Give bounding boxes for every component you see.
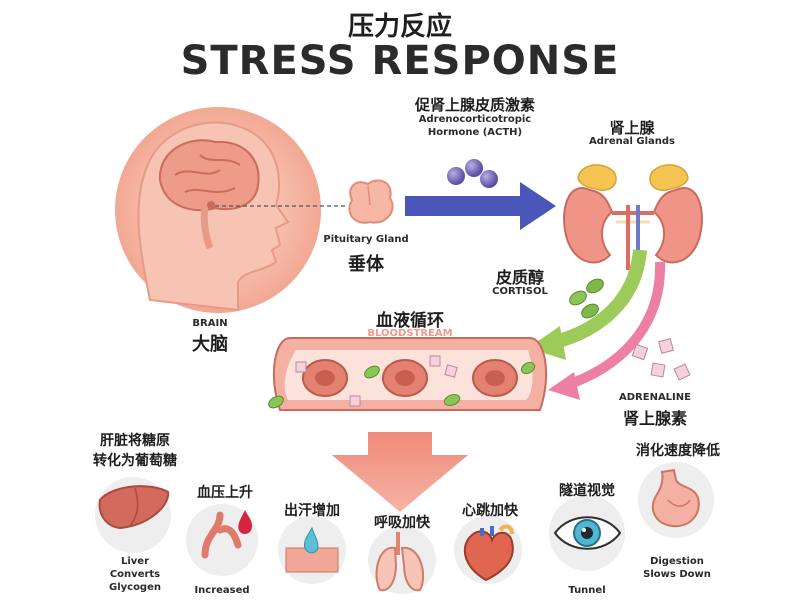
adrenal-label-english: Adrenal Glands bbox=[588, 136, 675, 147]
pituitary-gland-icon bbox=[348, 179, 394, 224]
red-blood-cells-icon bbox=[302, 359, 518, 397]
blood-pressure-label-english: Increased bbox=[194, 585, 250, 596]
liver-label-chinese-2: 转化为葡萄糖 bbox=[93, 453, 177, 469]
liver-label-english-2: Converts bbox=[109, 569, 161, 580]
digestion-label-chinese: 消化速度降低 bbox=[636, 443, 720, 459]
pituitary-label-chinese: 垂体 bbox=[348, 254, 384, 275]
response-down-arrow bbox=[332, 432, 468, 512]
heart-icon bbox=[454, 516, 522, 584]
cortisol-label-english: CORTISOL bbox=[492, 286, 548, 297]
brain-illustration bbox=[115, 107, 348, 313]
adrenaline-label-english: ADRENALINE bbox=[619, 392, 691, 403]
tunnel-vision-label-chinese: 隧道视觉 bbox=[559, 483, 615, 499]
digestion-label-english-2: Slows Down bbox=[643, 569, 711, 580]
stomach-icon bbox=[638, 462, 714, 538]
eye-icon bbox=[549, 495, 625, 571]
acth-label-english-1: Adrenocorticotropic bbox=[418, 114, 532, 125]
effect-icons bbox=[95, 462, 714, 594]
title-chinese: 压力反应 bbox=[347, 12, 452, 42]
adrenal-label-chinese: 肾上腺 bbox=[609, 119, 655, 137]
brain-label-chinese: 大脑 bbox=[192, 334, 228, 355]
liver-icon bbox=[95, 477, 171, 553]
sweating-label-chinese: 出汗增加 bbox=[284, 503, 340, 519]
bloodstream-label-chinese: 血液循环 bbox=[376, 311, 444, 331]
lungs-icon bbox=[368, 526, 436, 594]
breathing-label-chinese: 呼吸加快 bbox=[374, 515, 430, 531]
cortisol-arrow bbox=[528, 249, 647, 360]
title-english: STRESS RESPONSE bbox=[180, 38, 620, 84]
acth-label-english-2: Hormone (ACTH) bbox=[427, 127, 523, 138]
heart-rate-label-chinese: 心跳加快 bbox=[462, 503, 518, 519]
liver-label-english-3: Glycogen bbox=[108, 582, 161, 593]
acth-molecules-icon bbox=[447, 159, 498, 188]
adrenaline-label-chinese: 肾上腺素 bbox=[622, 409, 687, 428]
acth-label-chinese: 促肾上腺皮质激素 bbox=[414, 96, 535, 114]
brain-label-english: BRAIN bbox=[192, 318, 228, 329]
cortisol-molecules-icon bbox=[569, 278, 604, 319]
liver-label-english-1: Liver bbox=[120, 556, 150, 567]
adrenal-glands-illustration bbox=[563, 164, 703, 270]
bloodstream-label-english: BLOODSTREAM bbox=[367, 328, 453, 339]
liver-label-chinese-1: 肝脏将糖原 bbox=[100, 433, 170, 449]
digestion-label-english-1: Digestion bbox=[650, 556, 704, 567]
cortisol-label-chinese: 皮质醇 bbox=[495, 268, 544, 287]
adrenaline-molecules-icon bbox=[631, 338, 691, 381]
adrenaline-arrow bbox=[548, 261, 666, 400]
blood-pressure-icon bbox=[186, 504, 258, 576]
acth-arrow bbox=[405, 182, 556, 230]
tunnel-vision-label-english: Tunnel bbox=[568, 585, 606, 596]
sweating-icon bbox=[278, 516, 346, 584]
blood-pressure-label-chinese: 血压上升 bbox=[197, 485, 253, 501]
bloodstream-vessel bbox=[268, 337, 547, 411]
pituitary-label-english: Pituitary Gland bbox=[323, 234, 409, 245]
